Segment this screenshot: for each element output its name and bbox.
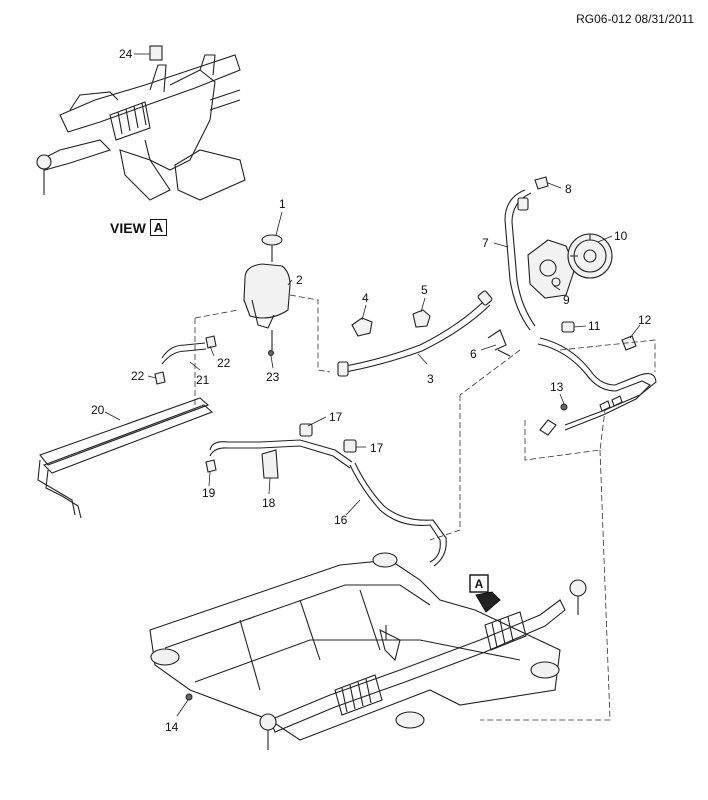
callout-1: 1 [279, 197, 286, 211]
cooler-hoses [205, 423, 447, 567]
callout-4: 4 [362, 291, 369, 305]
callout-5: 5 [421, 283, 428, 297]
callout-12: 12 [638, 313, 652, 327]
drawing-reference: RG06-012 08/31/2011 [576, 12, 694, 26]
cooler-and-hose [37, 335, 217, 519]
dashed-reference-lines [194, 294, 656, 721]
steering-gear [185, 579, 587, 750]
callout-23: 23 [266, 370, 280, 384]
callout-9: 9 [563, 293, 570, 307]
callout-18: 18 [262, 496, 276, 510]
callout-22-right: 22 [217, 356, 231, 370]
callout-11: 11 [588, 319, 601, 333]
callout-21: 21 [196, 373, 210, 387]
callout-24: 24 [119, 47, 133, 61]
callout-13: 13 [550, 380, 564, 394]
callout-22-left: 22 [131, 369, 145, 383]
return-hose-3 [337, 290, 511, 377]
callout-14: 14 [165, 720, 179, 734]
pressure-line-assembly [537, 321, 657, 436]
pump-and-pressure-hose [504, 176, 613, 331]
callout-17-upper: 17 [329, 410, 343, 424]
callout-6: 6 [470, 347, 477, 361]
callout-19: 19 [202, 486, 216, 500]
callout-3: 3 [427, 372, 434, 386]
callout-17-lower: 17 [370, 441, 384, 455]
leader-lines [104, 53, 641, 717]
callout-7: 7 [482, 236, 489, 250]
callout-8: 8 [565, 182, 572, 196]
callout-16: 16 [334, 513, 348, 527]
view-a-steering-gear [36, 45, 246, 201]
view-a-marker: A [469, 574, 501, 613]
callout-20: 20 [91, 403, 105, 417]
view-label-text: VIEW [110, 219, 146, 236]
callout-10: 10 [614, 229, 628, 243]
reservoir-assembly [243, 234, 291, 356]
callout-numbers: 24 1 2 3 4 5 6 7 8 9 10 11 12 13 14 16 1… [91, 47, 652, 734]
view-letter-box: A [149, 219, 168, 236]
view-a-marker-letter: A [475, 577, 484, 591]
front-subframe [149, 552, 561, 741]
view-a-label: VIEW A [110, 219, 168, 236]
callout-2: 2 [296, 273, 303, 287]
